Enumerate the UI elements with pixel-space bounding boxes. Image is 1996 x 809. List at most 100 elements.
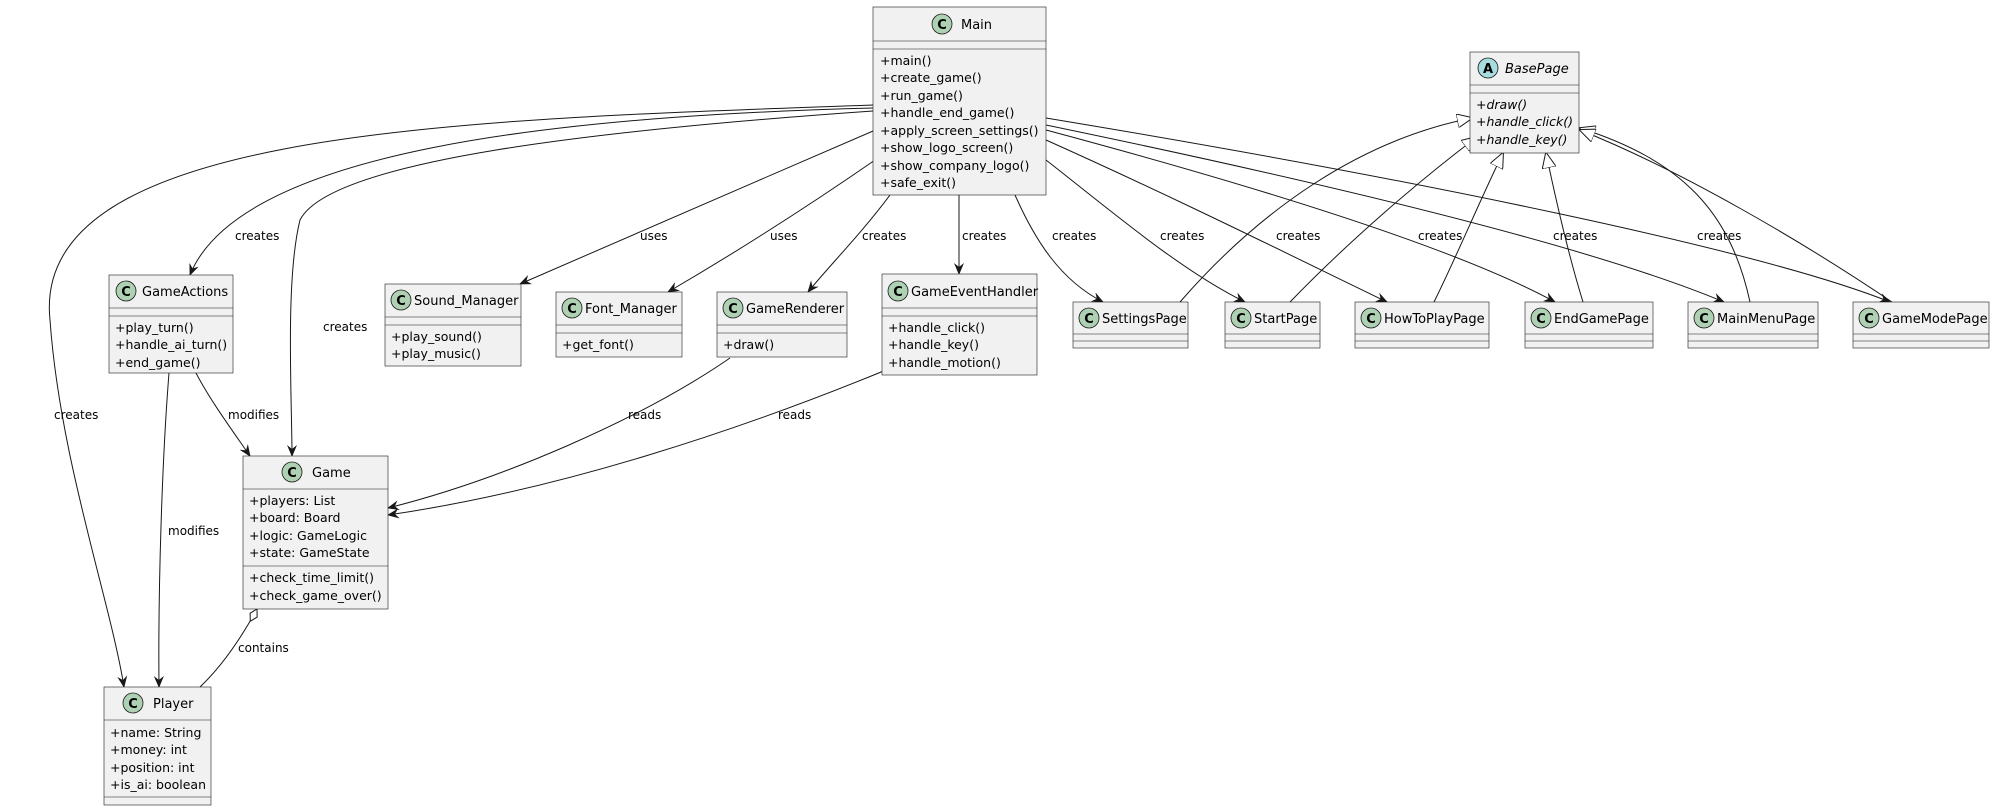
method: +check_game_over() — [249, 588, 382, 603]
edge-label-main-game: creates — [323, 320, 367, 334]
edge-label-main-fontmanager: uses — [770, 229, 798, 243]
class-badge-letter: C — [1536, 312, 1546, 327]
class-name: EndGamePage — [1554, 312, 1649, 327]
method: +show_company_logo() — [880, 158, 1029, 173]
class-badge-icon — [281, 461, 303, 483]
class-badge-letter: C — [1366, 312, 1376, 327]
field: +logic: GameLogic — [249, 528, 367, 543]
edge-main-startpage — [1045, 159, 1246, 303]
abstract-badge-icon — [1477, 57, 1499, 79]
class-howtoplaypage[interactable]: C HowToPlayPage — [1354, 301, 1490, 349]
class-endgamepage[interactable]: C EndGamePage — [1524, 301, 1654, 349]
edge-label-gameactions-game: modifies — [228, 408, 279, 422]
method: +handle_key() — [1476, 132, 1567, 147]
method: +check_time_limit() — [249, 570, 374, 585]
class-badge-icon — [722, 297, 744, 319]
class-name: Font_Manager — [585, 302, 677, 317]
edge-label-main-gamemodepage: creates — [1697, 229, 1741, 243]
class-badge-icon — [1693, 307, 1715, 329]
class-name: StartPage — [1254, 312, 1317, 327]
field: +players: List — [249, 493, 335, 508]
class-gamerenderer[interactable]: C GameRenderer +draw() — [716, 291, 848, 358]
class-badge-icon — [931, 13, 953, 35]
edge-main-gameactions — [189, 107, 874, 276]
class-mainmenupage[interactable]: C MainMenuPage — [1687, 301, 1819, 349]
class-name: GameEventHandler — [911, 285, 1039, 300]
method: +main() — [880, 53, 931, 68]
class-main[interactable]: C Main +main() +create_game() +run_game(… — [872, 6, 1047, 196]
class-badge-icon — [1078, 307, 1100, 329]
method: +handle_key() — [888, 337, 979, 352]
method: +safe_exit() — [880, 175, 956, 190]
class-gameactions[interactable]: C GameActions +play_turn() +handle_ai_tu… — [108, 274, 234, 374]
edge-main-player — [48, 104, 874, 688]
edge-label-main-startpage: creates — [1160, 229, 1204, 243]
edge-startpage-basepage — [1289, 137, 1477, 303]
class-name: Player — [153, 697, 194, 712]
class-badge-icon — [561, 297, 583, 319]
class-gameeventhandler[interactable]: C GameEventHandler +handle_click() +hand… — [881, 273, 1039, 376]
class-badge-icon — [390, 289, 412, 311]
method: +draw() — [1476, 97, 1527, 112]
method: +handle_motion() — [888, 355, 1001, 370]
method: +handle_ai_turn() — [115, 337, 227, 352]
edge-main-howtoplaypage — [1045, 139, 1388, 303]
class-name: Sound_Manager — [414, 294, 519, 309]
method: +draw() — [723, 337, 774, 352]
edge-label-main-soundmanager: uses — [640, 229, 668, 243]
class-badge-icon — [122, 692, 144, 714]
edge-mainmenupage-basepage — [1580, 128, 1751, 303]
class-basepage[interactable]: A BasePage +draw() +handle_click() +hand… — [1469, 51, 1580, 154]
class-startpage[interactable]: C StartPage — [1224, 301, 1321, 349]
edge-label-game-player: contains — [238, 641, 289, 655]
edge-main-gamemodepage — [1045, 117, 1891, 303]
class-badge-letter: C — [287, 466, 297, 481]
class-fontmanager[interactable]: C Font_Manager +get_font() — [555, 291, 683, 358]
edges: creates creates creates uses uses create… — [48, 104, 1893, 688]
class-badge-letter: C — [1699, 312, 1709, 327]
class-badge-letter: C — [128, 697, 138, 712]
class-badge-letter: C — [567, 302, 577, 317]
method: +run_game() — [880, 88, 963, 103]
class-soundmanager[interactable]: C Sound_Manager +play_sound() +play_musi… — [384, 283, 522, 367]
class-badge-icon — [1360, 307, 1382, 329]
edge-main-settingspage — [1014, 194, 1104, 303]
edge-game-player — [199, 608, 258, 688]
class-settingspage[interactable]: C SettingsPage — [1072, 301, 1189, 349]
class-badge-letter: C — [1236, 312, 1246, 327]
edge-label-gameactions-player: modifies — [168, 524, 219, 538]
method: +show_logo_screen() — [880, 140, 1013, 155]
class-badge-icon — [1530, 307, 1552, 329]
class-badge-letter: A — [1483, 62, 1493, 77]
edge-settingspage-basepage — [1179, 118, 1472, 303]
class-badge-letter: C — [396, 294, 406, 309]
edge-gamemodepage-basepage — [1580, 130, 1893, 303]
edge-label-main-gamerenderer: creates — [862, 229, 906, 243]
edge-gameactions-game — [195, 372, 251, 457]
edge-main-fontmanager — [667, 157, 879, 293]
edge-label-main-gameactions: creates — [235, 229, 279, 243]
class-name: BasePage — [1505, 62, 1569, 77]
class-game[interactable]: C Game +players: List +board: Board +log… — [242, 455, 389, 610]
edge-gameactions-player — [153, 372, 170, 688]
method: +get_font() — [562, 337, 634, 352]
method: +apply_screen_settings() — [880, 123, 1039, 138]
edge-main-mainmenupage — [1045, 124, 1725, 303]
class-name: Main — [961, 18, 992, 33]
method: +play_turn() — [115, 320, 194, 335]
class-badge-letter: C — [937, 18, 947, 33]
field: +name: String — [110, 725, 201, 740]
class-badge-icon — [115, 280, 137, 302]
class-badge-letter: C — [728, 302, 738, 317]
field: +money: int — [110, 742, 187, 757]
class-badge-letter: C — [121, 285, 131, 300]
class-name: GameActions — [142, 285, 228, 300]
class-badge-letter: C — [893, 285, 903, 300]
class-badge-icon — [1230, 307, 1252, 329]
class-name: HowToPlayPage — [1384, 312, 1485, 327]
class-player[interactable]: C Player +name: String +money: int +posi… — [103, 686, 212, 806]
field: +position: int — [110, 760, 195, 775]
edge-label-main-settingspage: creates — [1052, 229, 1096, 243]
class-gamemodepage[interactable]: C GameModePage — [1852, 301, 1990, 349]
class-name: SettingsPage — [1102, 312, 1187, 327]
